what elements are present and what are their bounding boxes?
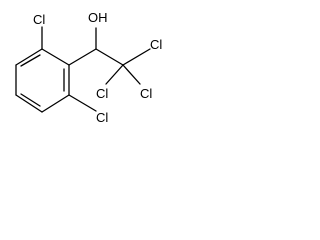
bond-ring-to-cl-bottom — [68, 94, 97, 112]
bond-ccl3-to-cl-right — [122, 64, 141, 85]
bond-carbinol-to-ccl3 — [95, 48, 124, 66]
bond-ccl3-to-cl-left — [105, 64, 124, 85]
label-cl-ccl3-right: Cl — [140, 86, 152, 101]
bond-ccl3-to-cl-upper — [122, 48, 151, 66]
ring-bond-3 — [41, 94, 70, 113]
label-cl-ring-bottom: Cl — [96, 110, 108, 125]
ring-double-bond-top — [20, 54, 41, 67]
molecule-structure-diagram: Cl OH Cl Cl Cl Cl — [15, 10, 162, 125]
ring-bond-6 — [15, 48, 43, 66]
benzene-ring — [15, 48, 70, 113]
label-cl-ccl3-left: Cl — [96, 86, 108, 101]
ring-double-bond-bottom — [20, 93, 41, 107]
ring-bond-1 — [41, 48, 70, 66]
label-oh: OH — [88, 10, 108, 25]
label-cl-ring-top: Cl — [33, 12, 45, 27]
label-cl-ccl3-upper: Cl — [150, 37, 162, 52]
ring-bond-4 — [15, 94, 43, 113]
bond-ring-to-carbinol — [68, 48, 97, 66]
